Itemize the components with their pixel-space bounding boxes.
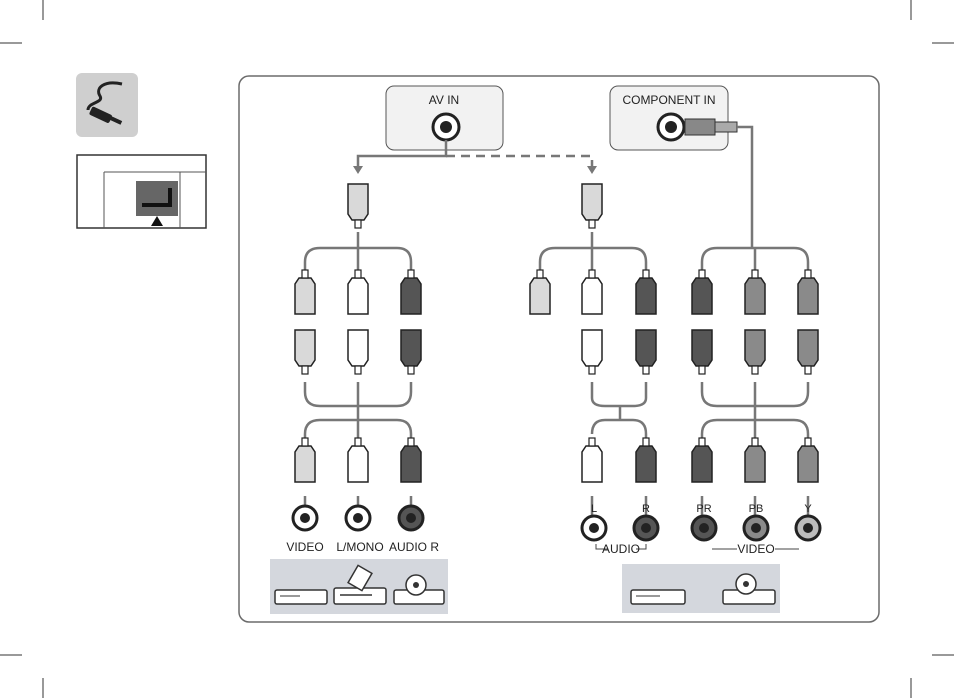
blu-ray-player-icon xyxy=(722,573,776,605)
rca-plug xyxy=(581,269,603,315)
port-location-icon xyxy=(76,154,207,229)
rca-plug xyxy=(691,437,713,483)
rca-plug xyxy=(581,437,603,483)
dvd-player-icon xyxy=(274,589,328,605)
rca-plugs xyxy=(294,183,819,483)
audio-r-label: R xyxy=(642,503,650,515)
rca-plug xyxy=(635,437,657,483)
component-in-label: COMPONENT IN xyxy=(622,93,715,107)
rca-plug xyxy=(400,329,422,375)
rca-plug xyxy=(294,269,316,315)
rca-plug xyxy=(581,183,603,229)
vcr-icon xyxy=(333,564,387,605)
rca-plug xyxy=(744,329,766,375)
rca-plug xyxy=(797,269,819,315)
rca-plug xyxy=(529,269,551,315)
rca-plug xyxy=(797,329,819,375)
rca-plug xyxy=(691,269,713,315)
video-jack-label: VIDEO xyxy=(286,540,323,554)
disc-player-icon xyxy=(393,574,445,605)
y-label: Y xyxy=(804,503,812,515)
rca-plug xyxy=(691,329,713,375)
rca-plug xyxy=(347,269,369,315)
audio-group-label: AUDIO xyxy=(602,542,640,556)
connection-panel xyxy=(238,75,880,623)
left-jacks: VIDEO L/MONO AUDIO R xyxy=(286,504,439,554)
audio-jacks: L R AUDIO xyxy=(580,503,660,556)
audio-l-label: L xyxy=(591,503,597,515)
set-top-box-icon xyxy=(630,589,686,605)
pb-label: PB xyxy=(749,503,764,515)
rca-plug xyxy=(635,329,657,375)
video-group-label: VIDEO xyxy=(737,542,774,556)
rca-plug xyxy=(744,269,766,315)
component-in-port-box: COMPONENT IN xyxy=(609,85,738,151)
rca-plug xyxy=(347,329,369,375)
rca-plug xyxy=(581,329,603,375)
rca-plug xyxy=(744,437,766,483)
rca-plug xyxy=(347,437,369,483)
rca-plug xyxy=(635,269,657,315)
right-device-tray xyxy=(622,564,780,613)
rca-plug xyxy=(294,329,316,375)
l-mono-jack-label: L/MONO xyxy=(336,540,383,554)
av-in-port-box: AV IN xyxy=(385,85,504,151)
av-in-label: AV IN xyxy=(429,93,459,107)
rca-plug xyxy=(400,269,422,315)
pr-label: PR xyxy=(696,503,711,515)
cable-icon xyxy=(76,73,138,137)
rca-plug xyxy=(347,183,369,229)
rca-plug xyxy=(294,437,316,483)
component-jacks: PR PB Y VIDEO xyxy=(690,503,822,556)
rca-plug xyxy=(400,437,422,483)
audio-r-jack-label: AUDIO R xyxy=(389,540,439,554)
left-device-tray xyxy=(270,559,448,614)
rca-plug xyxy=(797,437,819,483)
cable-arrows xyxy=(353,166,597,174)
